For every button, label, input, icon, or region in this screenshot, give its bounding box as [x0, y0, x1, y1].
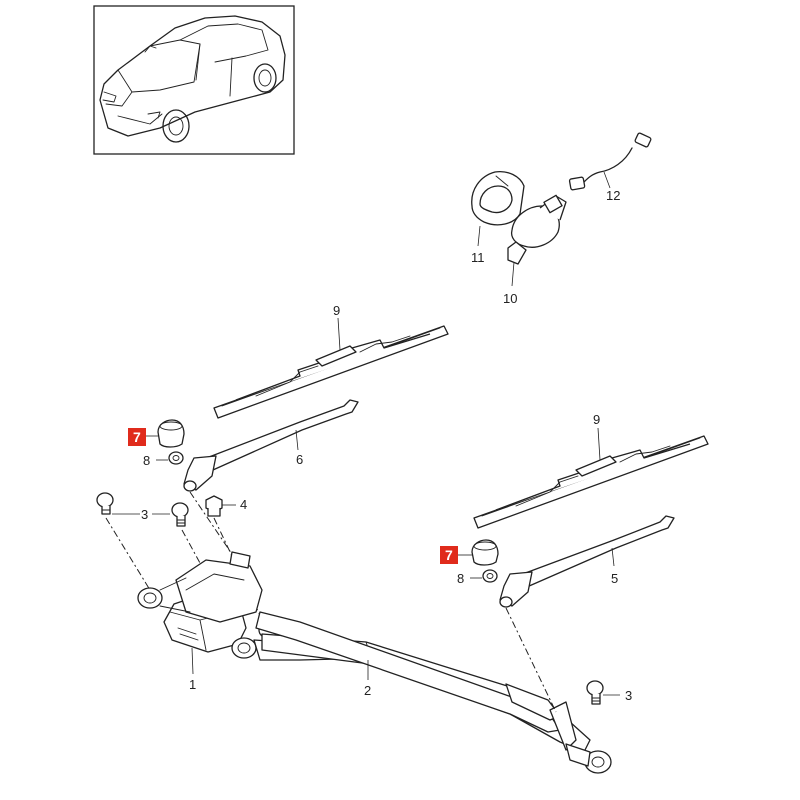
part-9-wiper-blade-upper: 9 — [213, 303, 449, 419]
callout-9-upper: 9 — [333, 303, 340, 318]
vehicle-thumbnail — [93, 5, 295, 155]
callout-3-left: 3 — [141, 507, 148, 522]
part-3-screw-left: 3 — [96, 492, 189, 527]
callout-8-left: 8 — [143, 453, 150, 468]
callout-4: 4 — [240, 497, 247, 512]
callout-7-left-badge — [128, 428, 146, 446]
car-icon — [99, 15, 286, 143]
part-7-cap-right: 7 — [440, 539, 499, 566]
assembly-guides-right — [505, 607, 557, 713]
part-10-sensor: 10 — [503, 194, 567, 306]
part-8-nut-left: 8 — [143, 451, 184, 468]
callout-7-right: 7 — [445, 547, 453, 563]
callout-7-right-badge — [440, 546, 458, 564]
callout-1: 1 — [189, 677, 196, 692]
part-7-cap-left: 7 — [128, 419, 185, 448]
callout-7-left: 7 — [133, 429, 141, 445]
part-5-wiper-arm: 5 — [499, 515, 675, 608]
part-4-nut: 4 — [205, 495, 247, 517]
part-9-wiper-blade-lower: 9 — [473, 412, 709, 529]
callout-9-lower: 9 — [593, 412, 600, 427]
part-12-wiring-harness: 12 — [568, 132, 652, 203]
part-1-wiper-motor: 1 — [137, 551, 278, 692]
callout-6: 6 — [296, 452, 303, 467]
callout-3-right: 3 — [625, 688, 632, 703]
part-6-wiper-arm: 6 — [183, 399, 359, 492]
part-11-seal: 11 — [471, 170, 525, 265]
callout-10: 10 — [503, 291, 517, 306]
part-2-wiper-linkage: 2 — [253, 611, 612, 774]
callout-12: 12 — [606, 188, 620, 203]
part-8-nut-right: 8 — [457, 569, 498, 586]
callout-11: 11 — [471, 250, 485, 265]
callout-5: 5 — [611, 571, 618, 586]
part-3-screw-right: 3 — [586, 680, 632, 705]
callout-2: 2 — [364, 683, 371, 698]
callout-8-right: 8 — [457, 571, 464, 586]
